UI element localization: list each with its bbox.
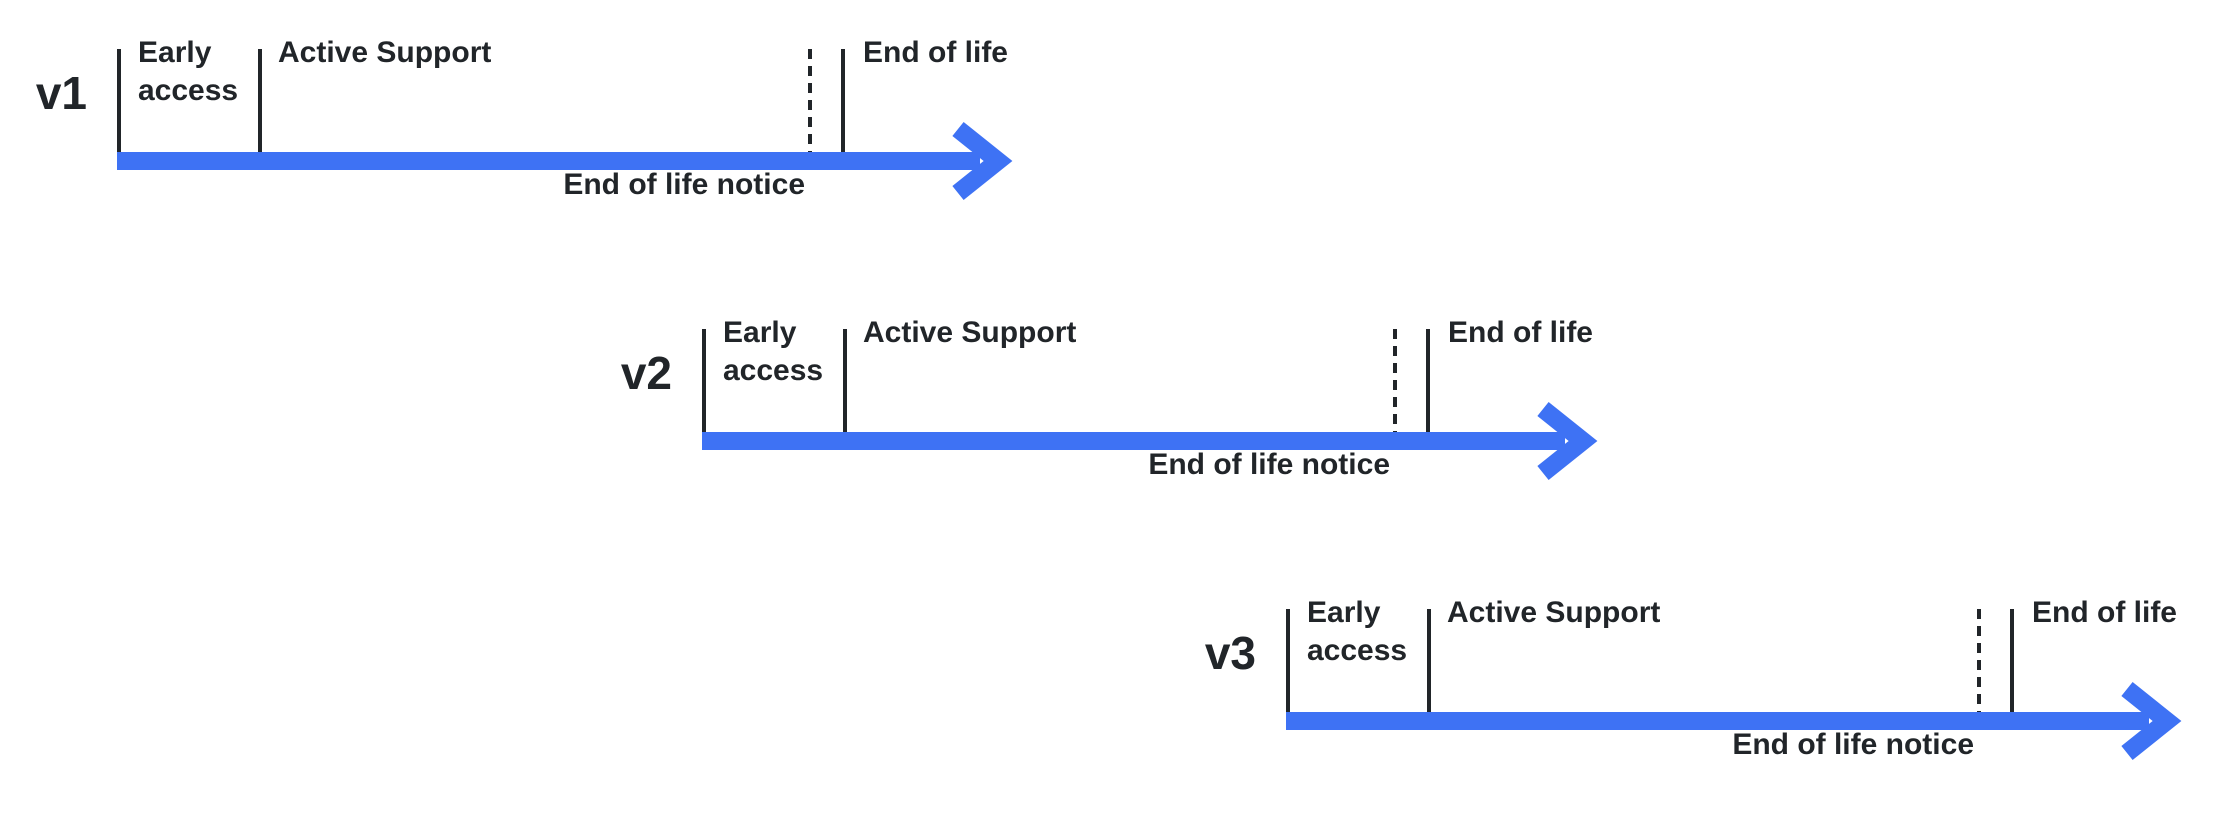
end-of-life-tick bbox=[2010, 609, 2014, 712]
end-of-life-tick bbox=[1426, 329, 1430, 432]
arrow-head-icon bbox=[2121, 681, 2182, 761]
early-access-label: Early access bbox=[138, 36, 239, 107]
eol-notice-label: End of life notice bbox=[1732, 728, 1974, 761]
active-support-start-tick bbox=[843, 329, 847, 432]
version-label: v3 bbox=[1204, 627, 1256, 679]
timeline-v2: v2 Early access Active Support End of li… bbox=[615, 316, 1655, 550]
eol-notice-label: End of life notice bbox=[1148, 448, 1390, 481]
active-support-label: Active Support bbox=[278, 36, 492, 69]
early-access-start-tick bbox=[117, 49, 121, 152]
eol-notice-dashed-line bbox=[1393, 329, 1397, 432]
timeline-v3: v3 Early access Active Support End of li… bbox=[1199, 596, 2228, 830]
lifecycle-diagram: { "diagram": { "title": "Version lifecyc… bbox=[30, 36, 2182, 761]
end-of-life-label: End of life bbox=[2032, 596, 2177, 629]
version-label: v1 bbox=[35, 67, 87, 119]
active-support-label: Active Support bbox=[1447, 596, 1661, 629]
timeline-v1: v1 Early access Active Support End of li… bbox=[30, 36, 1070, 270]
early-access-start-tick bbox=[702, 329, 706, 432]
eol-notice-dashed-line bbox=[1977, 609, 1981, 712]
early-access-label: Early access bbox=[1307, 596, 1408, 667]
active-support-start-tick bbox=[258, 49, 262, 152]
end-of-life-label: End of life bbox=[863, 36, 1008, 69]
early-access-label: Early access bbox=[723, 316, 824, 387]
end-of-life-tick bbox=[841, 49, 845, 152]
arrow-head-icon bbox=[1537, 401, 1598, 481]
active-support-start-tick bbox=[1427, 609, 1431, 712]
end-of-life-label: End of life bbox=[1448, 316, 1593, 349]
arrow-head-icon bbox=[952, 121, 1013, 201]
version-label: v2 bbox=[620, 347, 672, 399]
eol-notice-dashed-line bbox=[808, 49, 812, 152]
eol-notice-label: End of life notice bbox=[563, 168, 805, 201]
early-access-start-tick bbox=[1286, 609, 1290, 712]
active-support-label: Active Support bbox=[863, 316, 1077, 349]
